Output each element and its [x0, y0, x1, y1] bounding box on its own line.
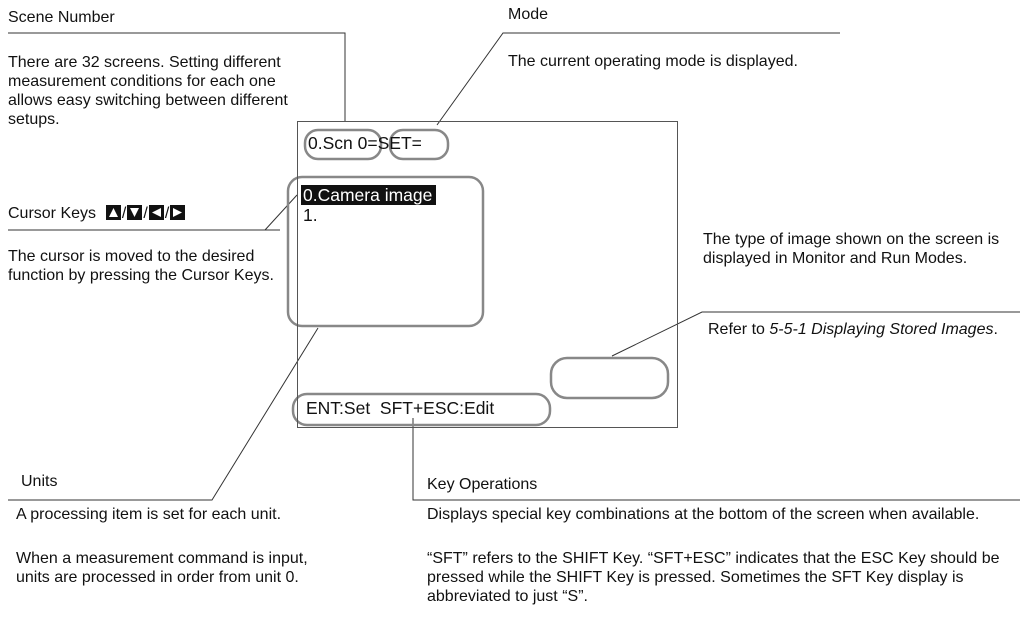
down-arrow-key-icon: [127, 205, 143, 220]
units-title: Units: [21, 473, 58, 490]
cursor-keys-title-row: Cursor Keys / / /: [8, 204, 186, 223]
units-description-1: A processing item is set for each unit.: [16, 506, 282, 523]
key-ops-leader: [412, 418, 1020, 501]
separator: /: [164, 205, 170, 222]
cursor-keys-description: The cursor is moved to the desired funct…: [8, 248, 274, 284]
refer-link[interactable]: 5-5-1 Displaying Stored Images: [769, 321, 994, 338]
refer-prefix: Refer to: [708, 321, 770, 338]
menu-item-0-label: 0.Camera image: [301, 185, 437, 205]
key-operations-description-2: “SFT” refers to the SHIFT Key. “SFT+ESC”…: [427, 550, 1000, 605]
image-type-leader: [611, 311, 1020, 357]
cursor-keys-leader: [264, 194, 298, 231]
separator: /: [143, 205, 148, 222]
cursor-keys-title: Cursor Keys: [8, 205, 97, 222]
up-arrow-key-icon: [105, 205, 121, 220]
scene-number-title: Scene Number: [8, 9, 115, 26]
mode-indicator: SET=: [377, 133, 422, 153]
image-type-reference: Refer to 5-5-1 Displaying Stored Images.: [708, 320, 1008, 339]
screen-header: 0.Scn 0=SET=: [308, 133, 422, 153]
header-separator: =: [367, 133, 378, 153]
footer-oval: [291, 392, 552, 427]
screen-footer: ENT:Set SFT+ESC:Edit: [306, 398, 495, 418]
key-operations-description-1: Displays special key combinations at the…: [427, 506, 980, 523]
scene-indicator: 0.Scn 0: [308, 133, 368, 153]
scene-number-leader: [8, 32, 346, 90]
scene-number-description: There are 32 screens. Setting different …: [8, 54, 288, 128]
left-arrow-key-icon: [148, 205, 164, 220]
monitor-screen: [297, 121, 678, 428]
menu-item-0[interactable]: 0.Camera image: [301, 185, 437, 205]
key-operations-title: Key Operations: [427, 476, 538, 493]
units-description-2: When a measurement command is input, uni…: [16, 550, 308, 586]
mode-leader: [436, 32, 840, 126]
menu-item-1[interactable]: 1.: [303, 205, 318, 225]
mode-oval: [388, 128, 450, 161]
refer-suffix: .: [993, 321, 998, 338]
units-leader: [8, 327, 319, 501]
camera-image-oval: [286, 175, 485, 328]
right-arrow-key-icon: [170, 205, 186, 220]
scene-number-oval: [303, 128, 383, 161]
image-type-description: The type of image shown on the screen is…: [703, 231, 1000, 267]
image-type-oval: [549, 356, 670, 400]
separator: /: [121, 205, 127, 222]
mode-title: Mode: [508, 6, 549, 23]
mode-description: The current operating mode is displayed.: [508, 53, 798, 70]
